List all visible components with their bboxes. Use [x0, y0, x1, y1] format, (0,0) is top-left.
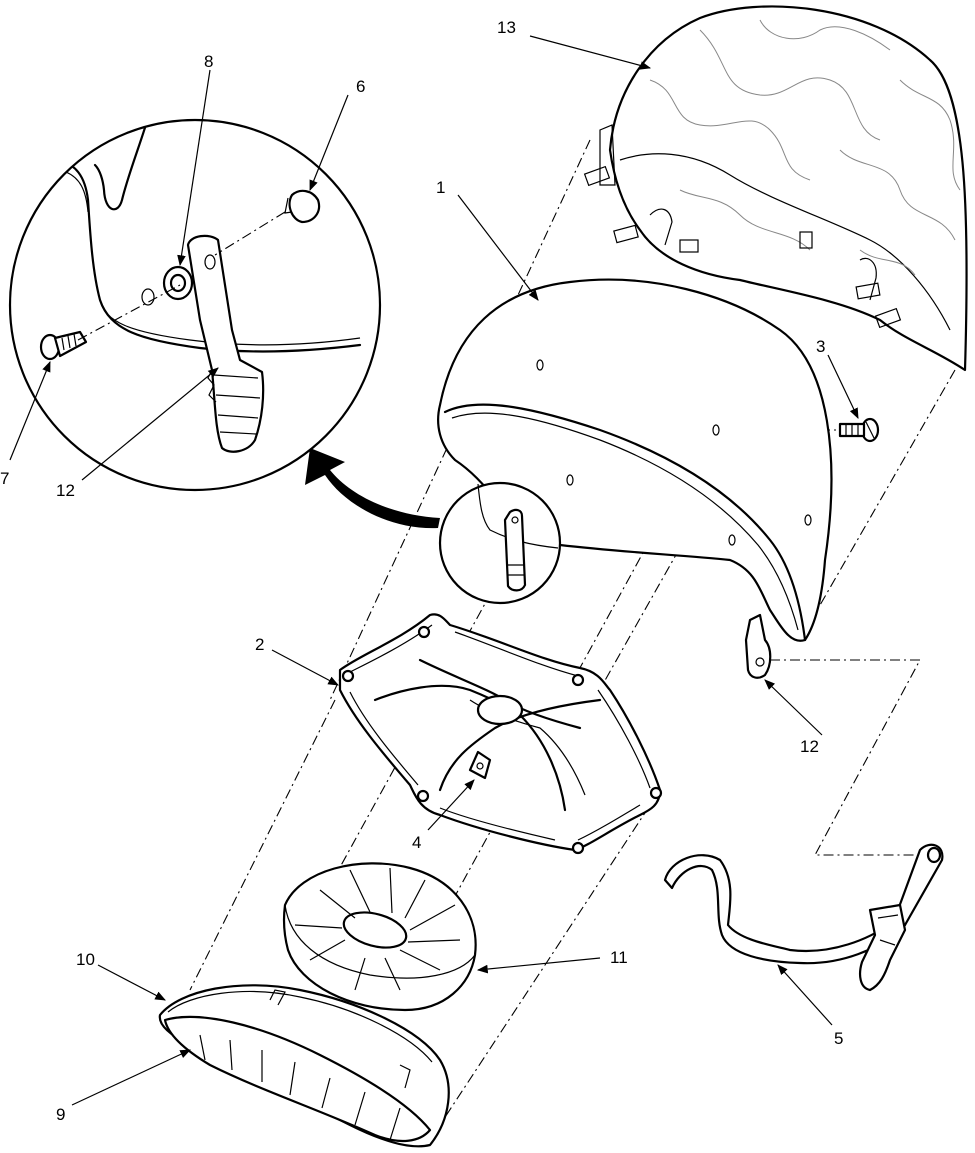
chinstrap — [663, 843, 944, 992]
callout-10: 10 — [76, 950, 95, 969]
callout-3: 3 — [816, 337, 825, 356]
callout-1: 1 — [436, 178, 445, 197]
callout-12-helmet: 12 — [800, 737, 819, 756]
tab-clip — [744, 613, 772, 679]
helmet-shell — [437, 278, 833, 642]
callout-labels: 13 1 3 12 2 4 11 5 10 9 6 8 7 12 — [0, 18, 843, 1124]
callout-5: 5 — [834, 1029, 843, 1048]
callout-6: 6 — [356, 77, 365, 96]
detail-view — [8, 118, 382, 492]
detail-pointer-arrow[interactable] — [305, 448, 440, 529]
headband — [158, 984, 450, 1148]
callout-7: 7 — [0, 469, 9, 488]
suspension-crown — [338, 613, 663, 855]
callout-12-detail: 12 — [56, 481, 75, 500]
callout-9: 9 — [56, 1105, 65, 1124]
camouflage-cover — [583, 5, 968, 372]
callout-11: 11 — [610, 948, 628, 967]
screw — [838, 417, 880, 443]
detail-magnifier — [438, 481, 562, 605]
callout-leaders — [9, 35, 859, 1106]
callout-2: 2 — [255, 635, 264, 654]
callout-8: 8 — [204, 52, 213, 71]
callout-4: 4 — [412, 833, 421, 852]
callout-13: 13 — [497, 18, 516, 37]
crown-pad — [282, 862, 477, 1012]
